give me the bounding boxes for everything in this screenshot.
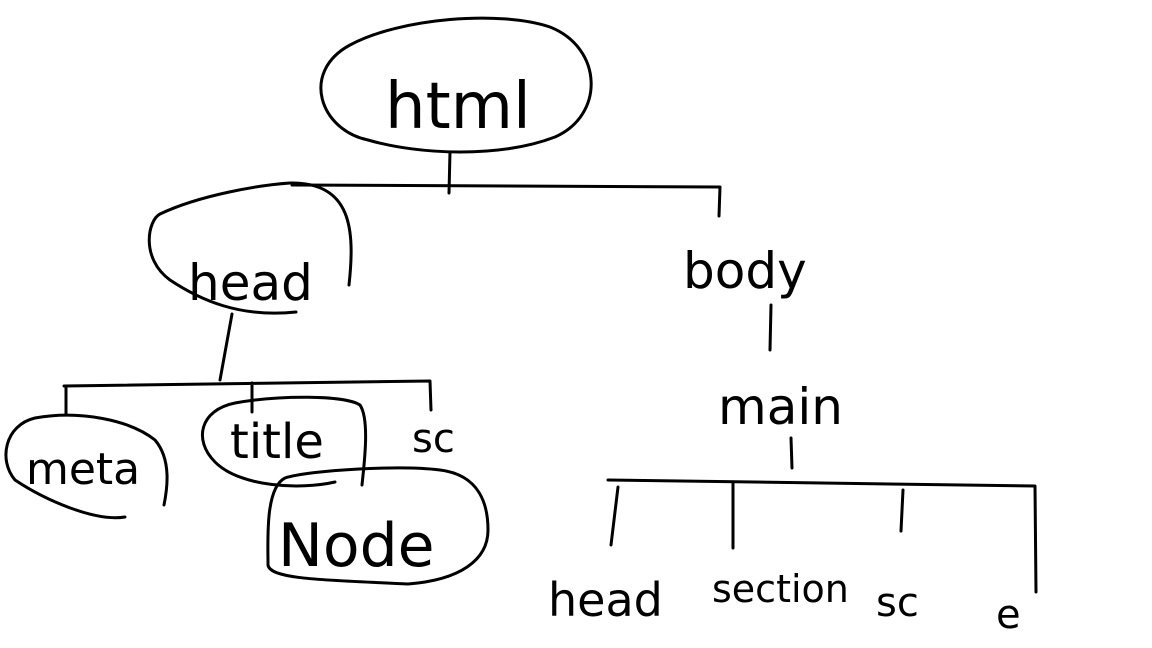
node-label-script-2: sc bbox=[876, 580, 919, 626]
node-label-body: body bbox=[683, 242, 807, 300]
title-node-outline bbox=[200, 395, 368, 488]
node-label-script: sc bbox=[412, 416, 455, 462]
head-node-outline bbox=[147, 181, 353, 315]
tree-connectors bbox=[62, 150, 1038, 594]
meta-node-outline bbox=[4, 413, 169, 520]
node-label-section: section bbox=[712, 567, 849, 611]
node-label-head-2: head bbox=[548, 573, 663, 627]
node-label-main: main bbox=[718, 378, 843, 436]
node-labels: html head body meta title sc Node main h… bbox=[26, 70, 1021, 638]
node-node-outline bbox=[266, 466, 490, 586]
edge-head-children bbox=[62, 312, 433, 417]
edge-body-main bbox=[768, 303, 773, 352]
node-label-head: head bbox=[188, 254, 313, 312]
node-label-e: e bbox=[996, 592, 1021, 638]
html-node-outline bbox=[319, 16, 593, 154]
edge-main-children bbox=[606, 436, 1038, 594]
node-label-node: Node bbox=[278, 511, 435, 581]
edge-html-children bbox=[290, 150, 722, 218]
node-outlines bbox=[4, 16, 593, 586]
node-label-html: html bbox=[385, 70, 531, 144]
node-label-title: title bbox=[230, 414, 324, 470]
node-label-meta: meta bbox=[26, 444, 140, 495]
